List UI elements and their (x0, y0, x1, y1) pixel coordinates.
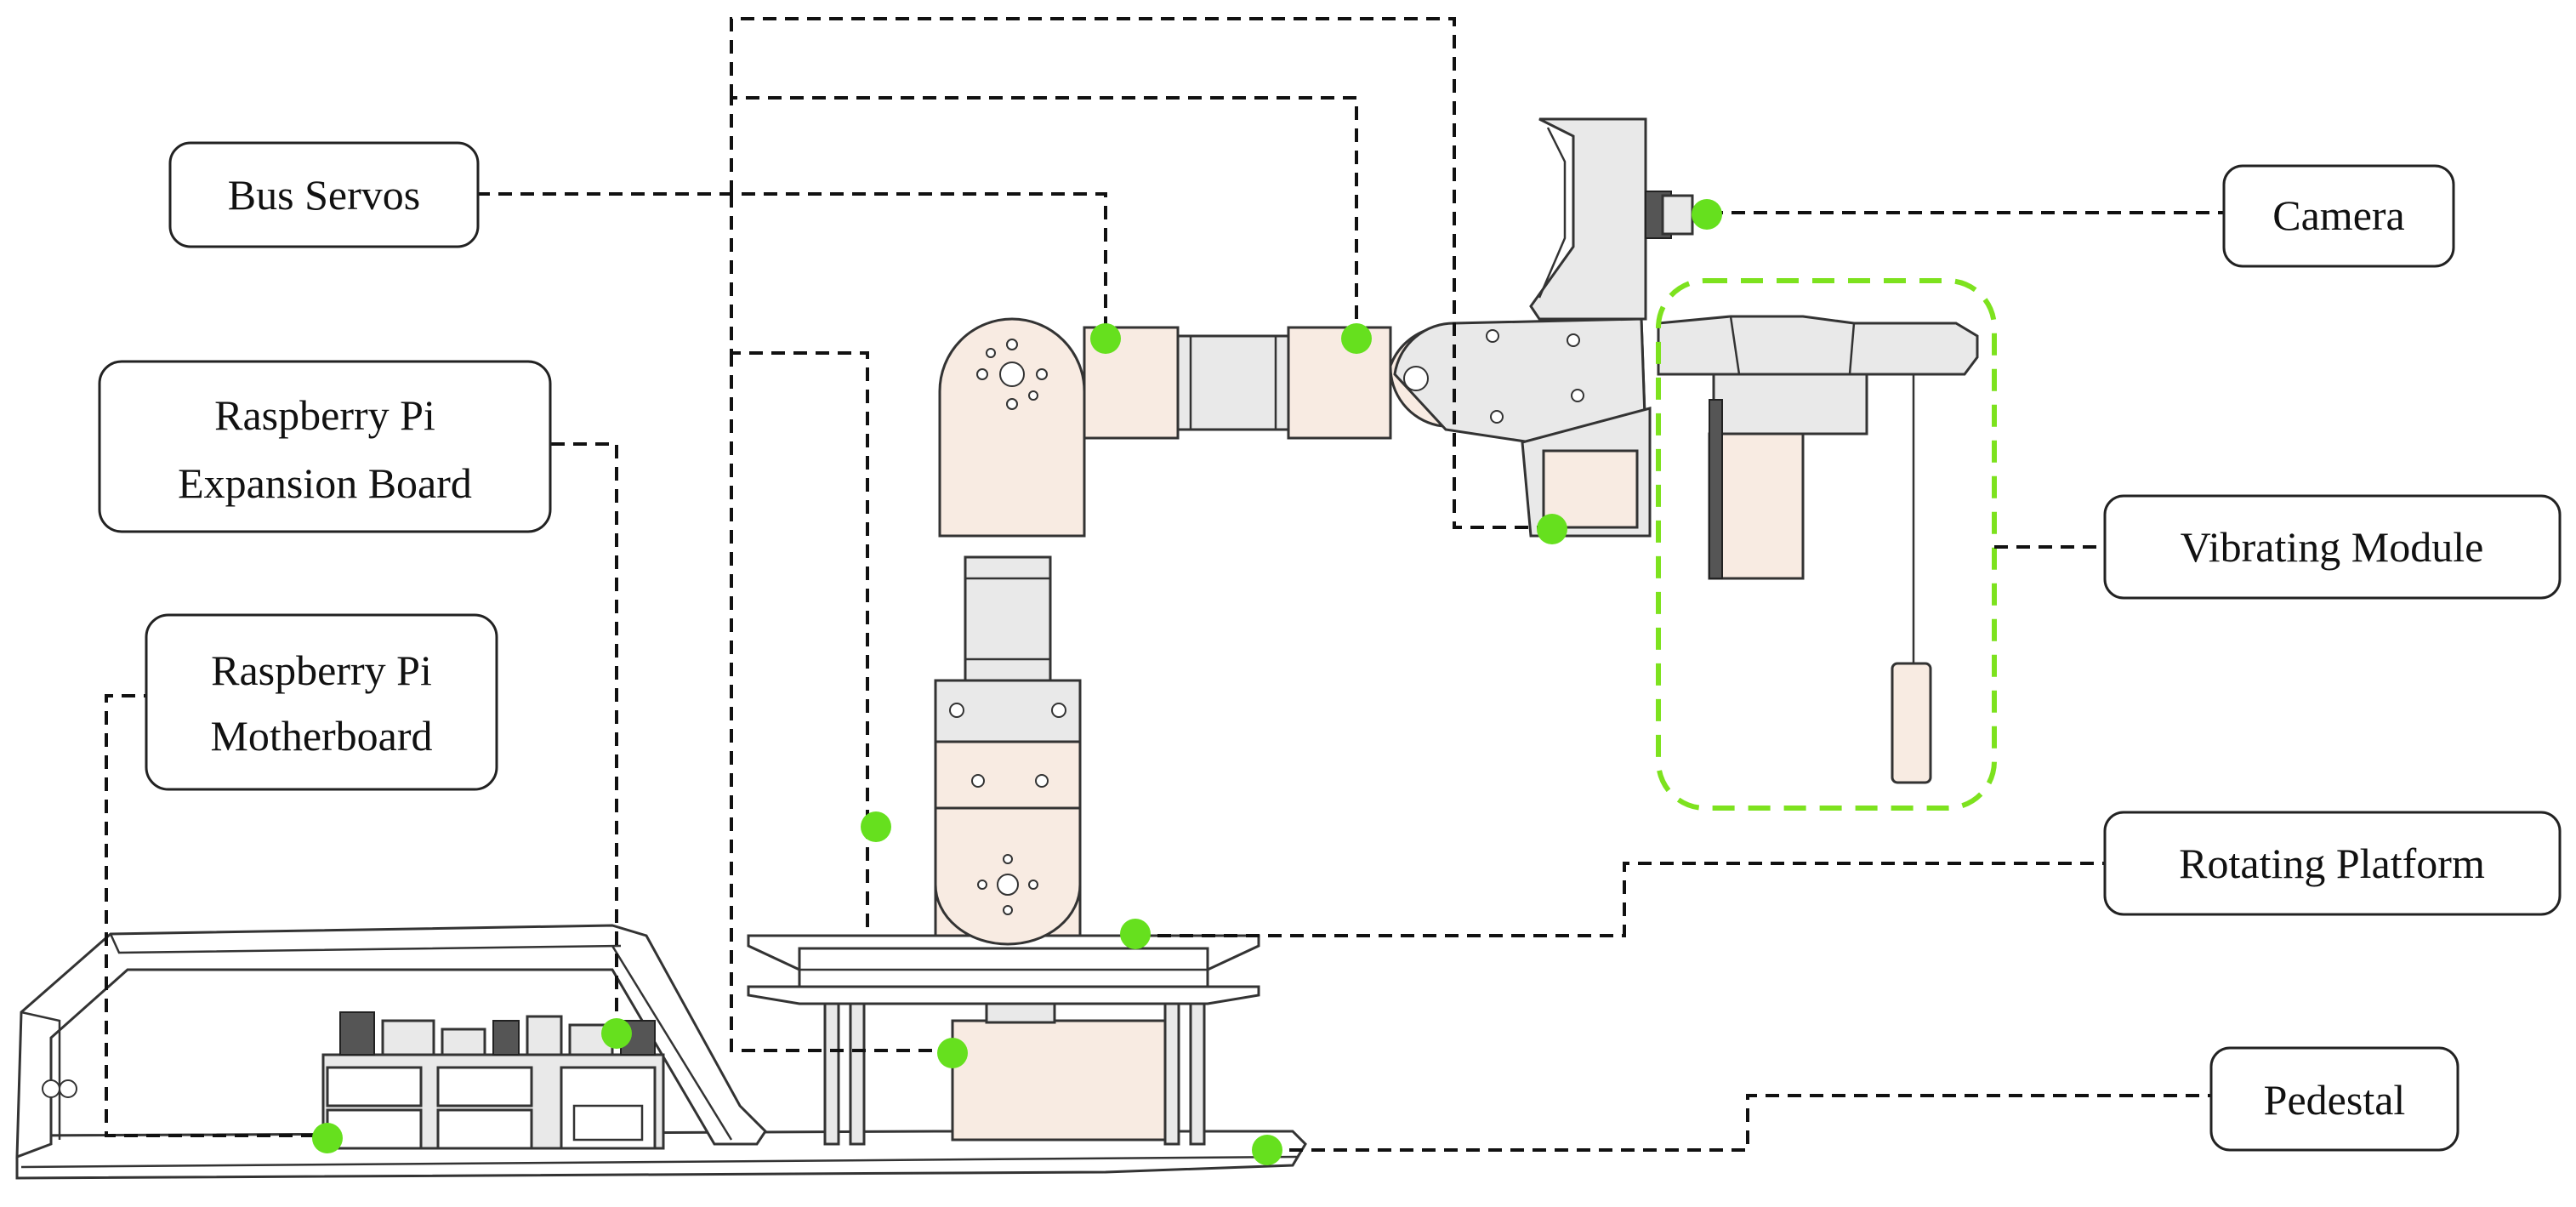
marker-servo-wrist (1537, 514, 1567, 544)
robot-arm-drawing (934, 117, 1979, 946)
marker-camera (1692, 199, 1722, 230)
label-expansion-board: Raspberry Pi Expansion Board (98, 360, 552, 533)
expansion-board-text-line1: Raspberry Pi (214, 391, 435, 439)
label-motherboard: Raspberry Pi Motherboard (145, 613, 498, 791)
marker-expansion-board (601, 1018, 632, 1049)
marker-servo-elbow (1341, 323, 1372, 354)
rotating-platform-drawing (747, 934, 1260, 1005)
label-camera: Camera (2222, 164, 2455, 268)
rotating-platform-text: Rotating Platform (2179, 840, 2485, 887)
marker-pedestal (1252, 1135, 1282, 1165)
motherboard-text-line2: Motherboard (210, 712, 432, 760)
pedestal-drawing (15, 924, 1307, 1180)
vibrating-module-text: Vibrating Module (2181, 523, 2484, 571)
camera-text: Camera (2272, 191, 2404, 239)
leader-lines (105, 17, 2224, 1152)
marker-rotating-platform (1120, 919, 1151, 949)
expansion-board-text-line2: Expansion Board (178, 459, 472, 507)
marker-motherboard (312, 1123, 343, 1153)
motherboard-text-line1: Raspberry Pi (211, 646, 432, 694)
label-vibrating-module: Vibrating Module (2103, 494, 2562, 600)
marker-servo-lower (861, 811, 891, 842)
pedestal-text: Pedestal (2264, 1076, 2406, 1124)
label-pedestal: Pedestal (2209, 1046, 2459, 1152)
marker-base-servo (937, 1038, 968, 1068)
marker-servo-shoulder-top (1090, 323, 1121, 354)
label-bus-servos: Bus Servos (168, 141, 480, 248)
markers (312, 199, 1722, 1165)
bus-servos-text: Bus Servos (228, 171, 420, 219)
label-rotating-platform: Rotating Platform (2103, 811, 2562, 916)
vibrating-module-highlight (1656, 278, 1997, 811)
